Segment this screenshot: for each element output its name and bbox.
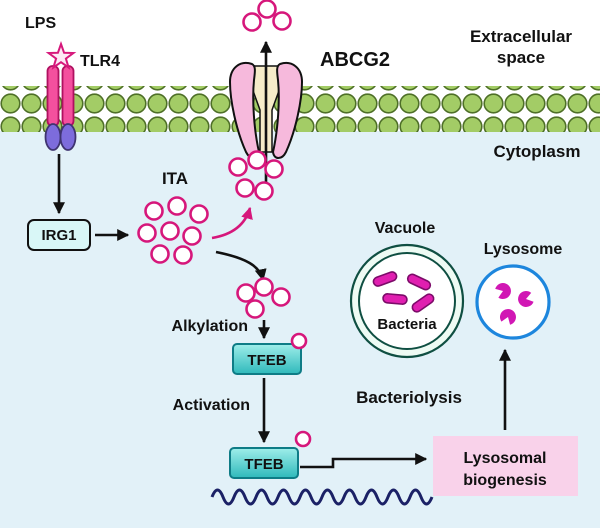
lps-label: LPS: [25, 15, 56, 32]
lysosome-vesicle: [475, 264, 551, 340]
abcg2-transporter: [228, 62, 304, 159]
itaconate-molecule: [150, 244, 170, 264]
vacuole: [349, 243, 465, 359]
lps-star-icon: [45, 40, 77, 70]
lysosome-membrane: [475, 264, 551, 340]
irg1-label: IRG1: [41, 227, 76, 244]
tfeb-alkylated-label: TFEB: [247, 352, 286, 369]
vacuole-label: Vacuole: [375, 220, 436, 237]
irg1-box: [27, 219, 91, 251]
itaconate-molecule: [189, 204, 209, 224]
tlr4-receptor: [44, 40, 77, 151]
tlr4-helix: [46, 65, 60, 127]
lysosomal-biogenesis-label-line2: biogenesis: [463, 472, 547, 489]
itaconate-efflux-group: [228, 150, 284, 201]
bacterium-rod: [372, 271, 398, 287]
tlr4-cytoplasmic-domain: [59, 123, 77, 151]
lysosomal-enzyme-icon: [499, 309, 516, 325]
cytoplasm-label: Cytoplasm: [494, 142, 581, 161]
bacteria-label: Bacteria: [377, 316, 437, 333]
itaconate-molecule: [242, 12, 262, 32]
itaconate-alkylation-group: [236, 277, 291, 319]
extracellular-space-label-line1: Extracellular: [470, 27, 572, 46]
lysosomal-enzyme-icon: [518, 291, 534, 307]
itaconate-molecule: [167, 196, 187, 216]
arrow-tfeb-to-biogenesis: [300, 453, 428, 469]
itaconate-molecule: [257, 0, 277, 19]
cell-membrane-inner-leaflet: [0, 109, 600, 132]
itaconate-molecule: [137, 223, 157, 243]
itaconate-molecule: [254, 277, 274, 297]
itaconate-molecule: [173, 245, 193, 265]
itaconate-cluster-group: [137, 196, 209, 265]
itaconate-molecule: [290, 332, 308, 350]
arrow-ita-to-alkylation: [215, 250, 267, 282]
tfeb-alkylated-box: [232, 343, 302, 375]
itaconate-molecule: [160, 221, 180, 241]
extracellular-space-label-line2: space: [497, 48, 545, 67]
ita-label: ITA: [162, 169, 188, 188]
bacterium-rod: [382, 293, 408, 305]
bacteriolysis-label: Bacteriolysis: [356, 388, 462, 407]
itaconate-molecule: [236, 283, 256, 303]
lysosomal-enzyme-icon: [495, 283, 511, 300]
itaconate-molecule: [247, 150, 267, 170]
tfeb-activated-box: [229, 447, 299, 479]
itaconate-molecule: [245, 299, 265, 319]
dna-wave: [210, 488, 434, 506]
tlr4-helix: [61, 65, 75, 127]
tfeb-activated-label: TFEB: [244, 456, 283, 473]
itaconate-molecule: [235, 178, 255, 198]
bacterium-rod: [406, 273, 432, 291]
itaconate-molecule: [294, 430, 312, 448]
lysosomal-biogenesis-label-line1: Lysosomal: [464, 450, 547, 467]
abcg2-label: ABCG2: [320, 49, 390, 71]
lysosomal-biogenesis-box: [433, 436, 578, 496]
bacterium-rod: [411, 293, 435, 313]
tlr4-cytoplasmic-domain: [44, 123, 62, 151]
itaconate-molecule: [144, 201, 164, 221]
bacteria-group: [372, 271, 435, 313]
itaconate-molecule: [272, 11, 292, 31]
itaconate-exported-group: [242, 0, 292, 32]
activation-label: Activation: [173, 397, 250, 414]
itaconate-molecule: [182, 226, 202, 246]
itaconate-molecule: [228, 157, 248, 177]
lysosome-label: Lysosome: [484, 241, 563, 258]
itaconate-molecule: [271, 287, 291, 307]
alkylation-label: Alkylation: [172, 318, 248, 335]
itaconate-molecule: [264, 159, 284, 179]
abcg2-right-wing: [271, 62, 304, 159]
tlr4-label: TLR4: [80, 53, 120, 70]
arrow-ita-export: [211, 206, 253, 240]
itaconate-molecule: [254, 181, 274, 201]
